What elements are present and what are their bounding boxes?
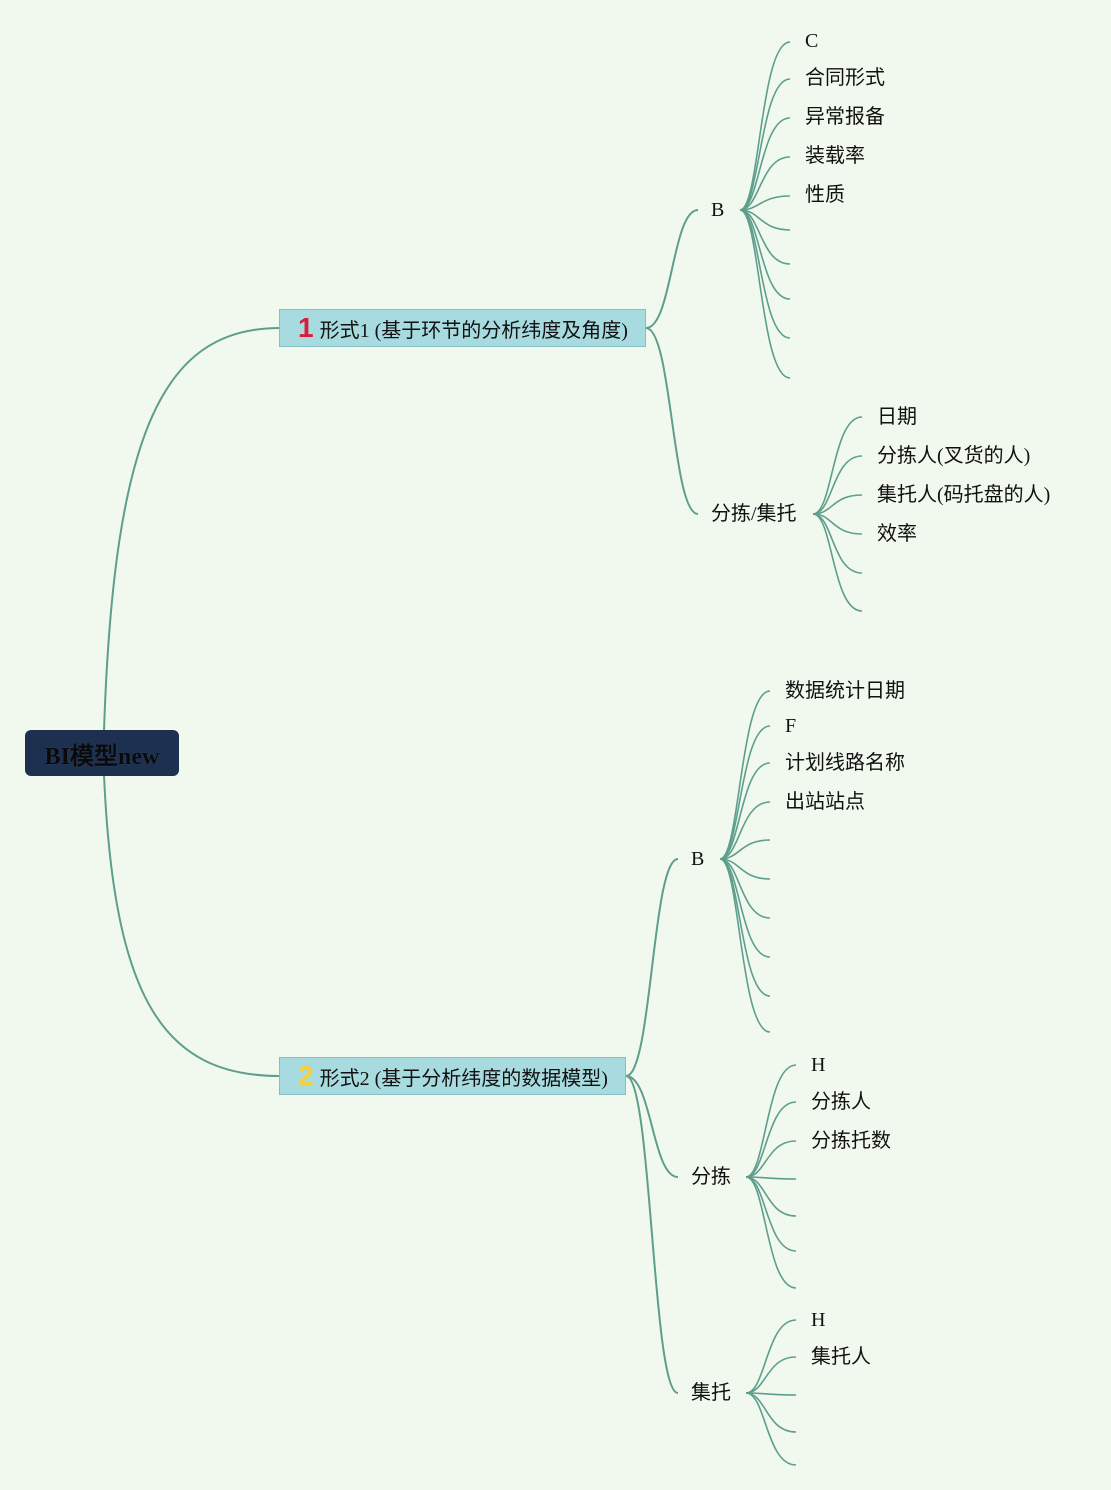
form1-to-sort-connector (645, 327, 699, 515)
form1-b-connector-3 (739, 156, 791, 211)
form1-to-b-connector (645, 209, 699, 329)
leaf-form2-b-3[interactable]: 出站站点 (785, 791, 865, 813)
leaf-form2-pallet-0[interactable]: H (811, 1309, 826, 1331)
subtopic-form1-b[interactable]: B (711, 199, 725, 221)
form1-sort-connector-5 (812, 513, 863, 612)
number-two-icon: 2 (298, 1060, 314, 1091)
form2-pallet-connector-0 (745, 1319, 797, 1394)
form1-b-connector-2 (739, 117, 791, 211)
root-to-form1-connector (103, 327, 281, 732)
root-topic[interactable]: BI模型new (25, 730, 179, 776)
form1-b-connector-9 (739, 209, 791, 379)
root-to-form2-connector (103, 774, 281, 1077)
form2-to-b-connector (625, 858, 679, 1077)
form2-b-connector-8 (719, 858, 771, 997)
leaf-form2-b-1[interactable]: F (785, 715, 797, 737)
form2-b-connector-4 (719, 839, 771, 860)
form1-b-connector-0 (739, 41, 791, 211)
form2-b-connector-3 (719, 801, 771, 860)
leaf-form1-b-1[interactable]: 合同形式 (805, 67, 885, 89)
leaf-form2-b-2[interactable]: 计划线路名称 (785, 752, 905, 774)
leaf-form1-sort-2[interactable]: 集托人(码托盘的人) (877, 484, 1051, 506)
form2-sort-connector-4 (745, 1176, 797, 1217)
form2-to-sort-connector (625, 1075, 679, 1178)
topic-form2[interactable]: 2 形式2 (基于分析纬度的数据模型) (279, 1057, 626, 1095)
form2-b-connector-1 (719, 725, 771, 860)
leaf-form2-sort-0[interactable]: H (811, 1054, 826, 1076)
leaf-form1-sort-0[interactable]: 日期 (877, 406, 917, 428)
form1-b-connector-1 (739, 78, 791, 211)
leaf-form1-sort-3[interactable]: 效率 (877, 523, 917, 545)
form2-sort-connector-1 (745, 1101, 797, 1178)
subtopic-form2-pallet[interactable]: 集托 (691, 1382, 731, 1404)
leaf-form1-b-3[interactable]: 装载率 (805, 145, 865, 167)
leaf-form2-b-0[interactable]: 数据统计日期 (785, 680, 905, 702)
form2-sort-connector-5 (745, 1176, 797, 1252)
subtopic-form2-sort[interactable]: 分拣 (691, 1166, 731, 1188)
form1-sort-connector-0 (812, 416, 863, 515)
form2-pallet-connector-3 (745, 1392, 797, 1433)
form2-sort-connector-6 (745, 1176, 797, 1289)
form1-sort-connector-1 (812, 455, 863, 515)
form2-b-connector-7 (719, 858, 771, 958)
number-one-icon: 1 (298, 312, 314, 343)
form1-sort-connector-2 (812, 494, 863, 515)
leaf-form1-b-0[interactable]: C (805, 30, 819, 52)
topic-form1[interactable]: 1 形式1 (基于环节的分析纬度及角度) (279, 309, 646, 347)
topic-form2-label: 形式2 (基于分析纬度的数据模型) (319, 1067, 608, 1090)
topic-form1-label: 形式1 (基于环节的分析纬度及角度) (319, 319, 628, 342)
form2-b-connector-2 (719, 762, 771, 860)
form2-b-connector-9 (719, 858, 771, 1033)
leaf-form2-pallet-1[interactable]: 集托人 (811, 1346, 871, 1368)
leaf-form1-sort-1[interactable]: 分拣人(叉货的人) (877, 445, 1031, 467)
leaf-form2-sort-1[interactable]: 分拣人 (811, 1091, 871, 1113)
root-topic-label: BI模型new (44, 743, 160, 770)
form1-sort-connector-4 (812, 513, 863, 574)
leaf-form1-b-4[interactable]: 性质 (805, 184, 845, 206)
form2-pallet-connector-4 (745, 1392, 797, 1466)
form2-to-pallet-connector (625, 1075, 679, 1394)
form2-sort-connector-2 (745, 1140, 797, 1178)
leaf-form2-sort-2[interactable]: 分拣托数 (811, 1130, 891, 1152)
leaf-form1-b-2[interactable]: 异常报备 (805, 106, 885, 128)
form2-pallet-connector-1 (745, 1356, 797, 1394)
subtopic-form1-sort-pallet[interactable]: 分拣/集托 (711, 503, 797, 525)
subtopic-form2-b[interactable]: B (691, 848, 705, 870)
form2-sort-connector-0 (745, 1064, 797, 1178)
